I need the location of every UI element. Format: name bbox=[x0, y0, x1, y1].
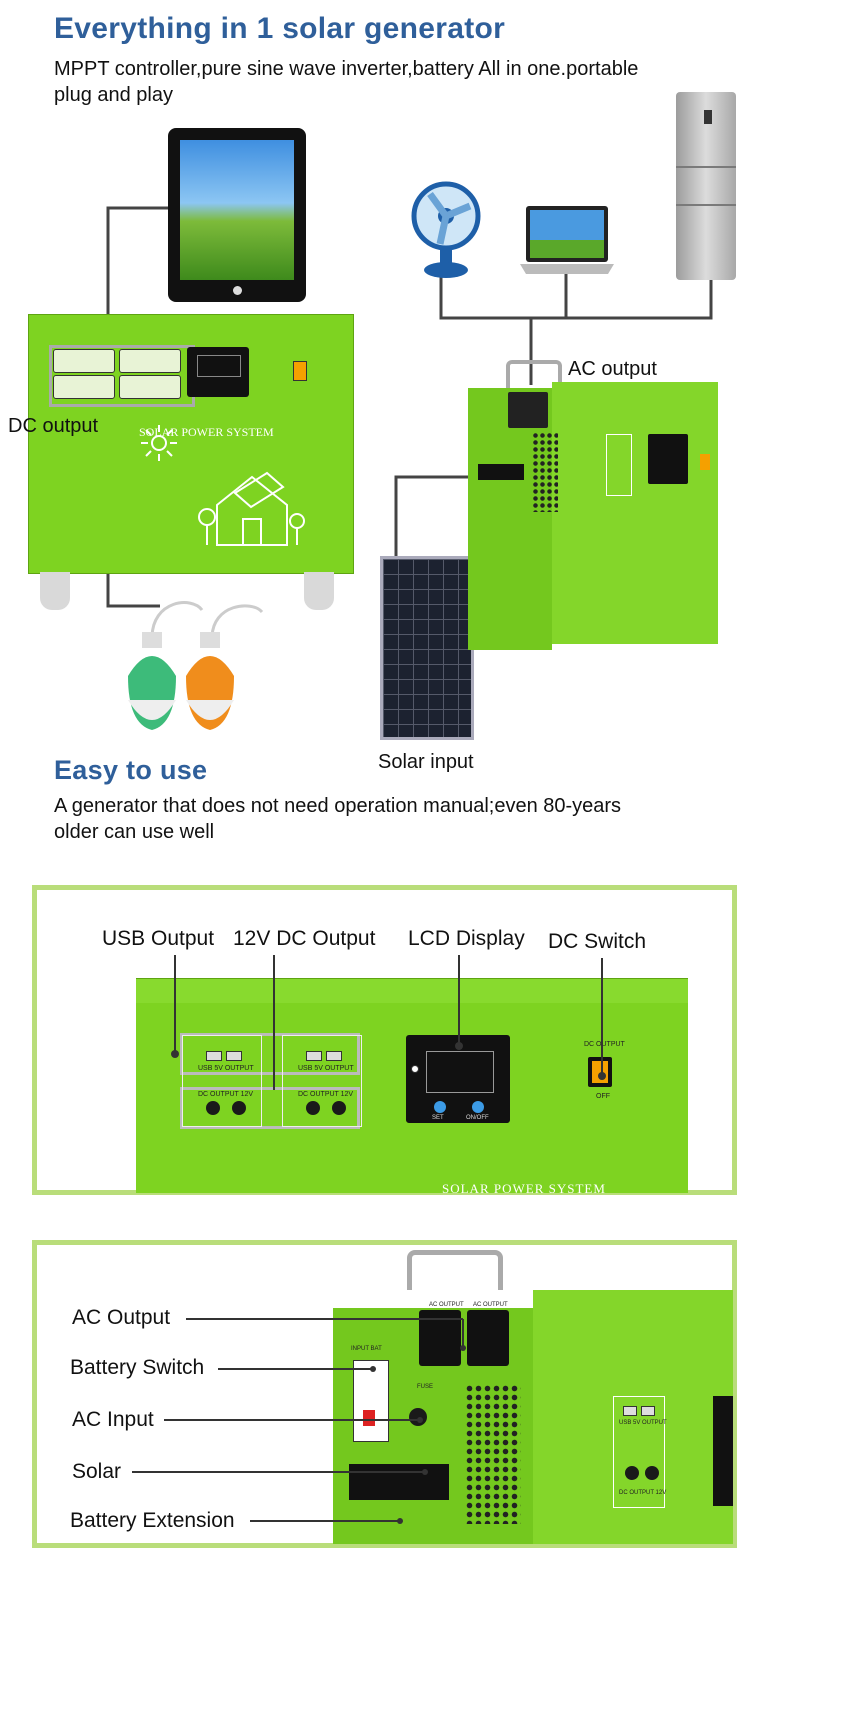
dc-caption-1: DC OUTPUT 12V bbox=[198, 1091, 254, 1098]
caster-wheel-left bbox=[40, 572, 70, 610]
laptop-image bbox=[520, 206, 614, 274]
section1-description: MPPT controller,pure sine wave inverter,… bbox=[54, 58, 639, 106]
socket-caption-1: AC OUTPUT bbox=[429, 1302, 464, 1308]
solar-input-label: Solar input bbox=[378, 751, 474, 773]
fridge-image bbox=[676, 92, 736, 280]
battery-switch-label: Battery Switch bbox=[70, 1356, 205, 1379]
dc-output-label: DC output bbox=[8, 415, 99, 437]
dc-12v-output-label: 12V DC Output bbox=[233, 927, 376, 950]
dc-switch-caption-top: DC OUTPUT bbox=[584, 1041, 625, 1048]
usb-caption-2: USB 5V OUTPUT bbox=[298, 1065, 354, 1072]
side-usb-caption: USB 5V OUTPUT bbox=[619, 1420, 667, 1426]
tablet-image bbox=[168, 128, 306, 302]
solar-panel-image bbox=[380, 556, 474, 740]
house-icon bbox=[198, 471, 305, 546]
led-bulbs-image bbox=[128, 601, 264, 730]
section1-title: Everything in 1 solar generator bbox=[54, 12, 506, 45]
unit-text: SOLAR POWER SYSTEM bbox=[139, 425, 274, 439]
front-panel-closeup-image: USB 5V OUTPUT USB 5V OUTPUT DC OUTPUT 12… bbox=[136, 978, 688, 1196]
generator-side-image bbox=[468, 360, 718, 654]
side-panel-frame bbox=[32, 1240, 737, 1548]
lcd-display-label: LCD Display bbox=[408, 927, 525, 950]
side-panel-pointer-lines bbox=[132, 1318, 466, 1524]
tablet-home-button bbox=[233, 286, 242, 295]
fan-image bbox=[411, 181, 481, 278]
front-panel-pointer-lines bbox=[171, 955, 606, 1090]
solar-label: Solar bbox=[72, 1460, 122, 1483]
lcd-display-small bbox=[187, 347, 249, 397]
side-panel-closeup-image: AC OUTPUT AC OUTPUT INPUT BAT FUSE USB 5… bbox=[333, 1250, 733, 1544]
wiring-lines bbox=[106, 206, 713, 608]
battery-caption: INPUT BAT bbox=[351, 1346, 382, 1352]
dc-caption-2: DC OUTPUT 12V bbox=[298, 1091, 354, 1098]
battery-extension-label: Battery Extension bbox=[70, 1509, 235, 1532]
section2-title: Easy to use bbox=[54, 755, 208, 785]
socket-caption-2: AC OUTPUT bbox=[473, 1302, 508, 1308]
generator-front-image: SOLAR POWER SYSTEM bbox=[28, 314, 354, 574]
dc-switch-caption-bottom: OFF bbox=[596, 1093, 610, 1100]
tablet-screen bbox=[180, 140, 294, 280]
caster-wheel-right bbox=[304, 572, 334, 610]
usb-caption-1: USB 5V OUTPUT bbox=[198, 1065, 254, 1072]
ac-output-side-label: AC Output bbox=[72, 1306, 171, 1329]
fuse-caption: FUSE bbox=[417, 1384, 434, 1390]
ac-output-label: AC output bbox=[568, 358, 657, 380]
dc-switch-label: DC Switch bbox=[548, 930, 647, 953]
usb-output-label: USB Output bbox=[102, 927, 215, 950]
front-footer-text: SOLAR POWER SYSTEM bbox=[442, 1181, 606, 1196]
section2-description: A generator that does not need operation… bbox=[54, 795, 622, 843]
ac-input-label: AC Input bbox=[72, 1408, 154, 1431]
sun-icon bbox=[141, 425, 177, 461]
side-dc-caption: DC OUTPUT 12V bbox=[619, 1490, 667, 1496]
